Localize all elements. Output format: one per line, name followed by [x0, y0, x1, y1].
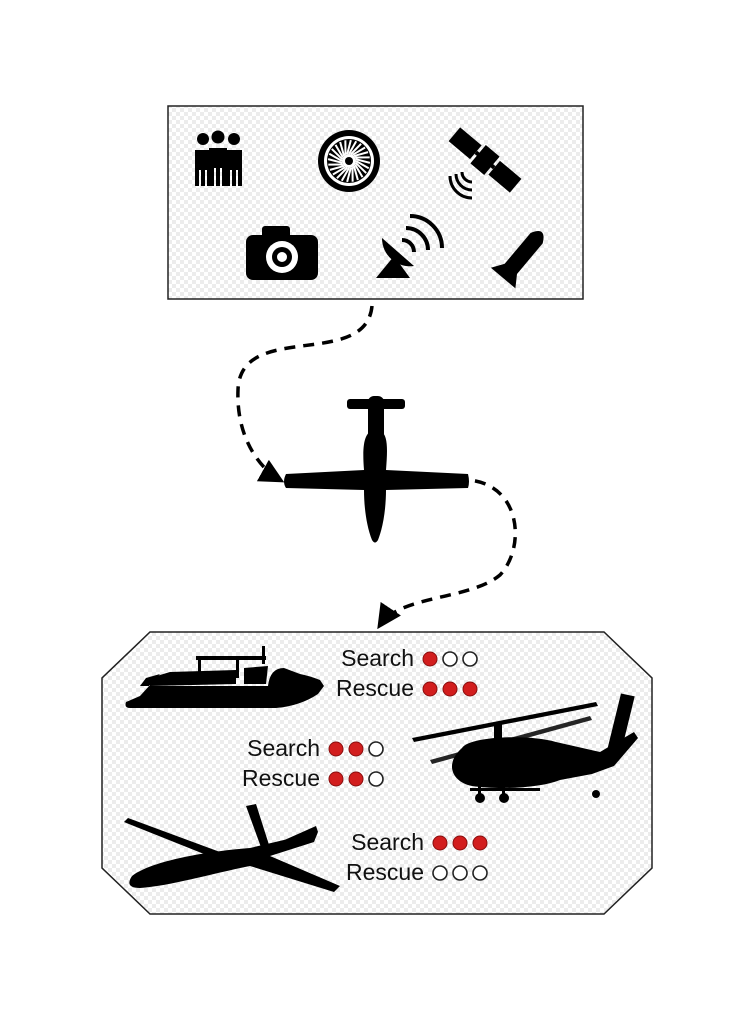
rating-dot-empty	[432, 865, 448, 881]
rating-dot-empty	[368, 741, 384, 757]
rating-dot-filled	[422, 651, 438, 667]
rating-label-search: Search	[351, 829, 424, 855]
rating-dot-filled	[462, 681, 478, 697]
rating-dot-filled	[432, 835, 448, 851]
rating-label-search: Search	[341, 645, 414, 671]
rating-dot-filled	[442, 681, 458, 697]
rating-dot-empty	[472, 865, 488, 881]
rating-dot-filled	[348, 741, 364, 757]
rating-dot-filled	[328, 771, 344, 787]
rating-dot-filled	[348, 771, 364, 787]
rating-dot-filled	[472, 835, 488, 851]
rating-dot-filled	[452, 835, 468, 851]
missile-icon	[490, 231, 544, 289]
people-group-icon	[195, 130, 242, 186]
route-path-bottom	[377, 478, 518, 630]
satellite-icon	[448, 127, 522, 200]
rating-label-search: Search	[247, 735, 320, 761]
rating-dot-empty	[462, 651, 478, 667]
rating-label-rescue: Rescue	[336, 675, 414, 701]
camera-icon	[246, 226, 318, 280]
radar-dish-icon	[376, 214, 444, 278]
rating-dot-filled	[422, 681, 438, 697]
rating-dot-empty	[368, 771, 384, 787]
drone-aircraft-icon	[284, 396, 469, 543]
uav-jet-icon	[124, 804, 340, 892]
rating-dot-filled	[328, 741, 344, 757]
route-path-top	[236, 305, 374, 483]
rating-dot-empty	[442, 651, 458, 667]
turbine-engine-icon	[318, 130, 380, 192]
helicopter-icon	[412, 693, 638, 803]
rating-label-rescue: Rescue	[242, 765, 320, 791]
boat-icon	[125, 646, 324, 708]
rating-label-rescue: Rescue	[346, 859, 424, 885]
rating-dot-empty	[452, 865, 468, 881]
